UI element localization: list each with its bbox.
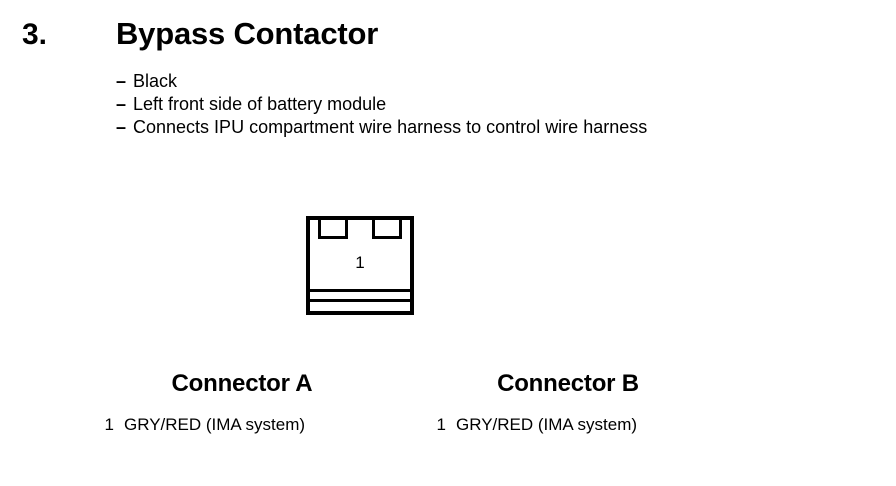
bullet-list: – Black – Left front side of battery mod…	[116, 70, 647, 139]
pin-number: 1	[104, 415, 114, 434]
dash-glyph: –	[116, 71, 127, 91]
connector-tab-left-icon	[318, 220, 348, 239]
table-row: 1 GRY/RED (IMA system)	[424, 414, 718, 436]
connector-tab-right-icon	[372, 220, 402, 239]
connector-symbol-pin-label: 1	[355, 253, 365, 272]
connector-b-heading: Connector B	[497, 370, 639, 397]
pin-number: 1	[436, 415, 446, 434]
connector-a-block: Connector A 1 GRY/RED (IMA system)	[92, 370, 392, 436]
table-row: 1 GRY/RED (IMA system)	[92, 414, 392, 436]
list-item: – Left front side of battery module	[116, 93, 647, 116]
title-row: 3. Bypass Contactor	[22, 16, 378, 52]
item-number: 3.	[22, 18, 48, 51]
list-item-label: Left front side of battery module	[133, 94, 387, 114]
connector-symbol-icon: 1	[306, 216, 414, 315]
page-title: Bypass Contactor	[116, 16, 379, 51]
connector-divider-line-upper	[310, 289, 410, 292]
list-item-label: Connects IPU compartment wire harness to…	[133, 117, 648, 137]
dash-glyph: –	[116, 94, 127, 114]
pin-description: GRY/RED (IMA system)	[456, 415, 638, 434]
connector-a-heading: Connector A	[171, 370, 313, 397]
connector-divider-line-lower	[310, 299, 410, 302]
list-item-label: Black	[133, 71, 178, 91]
list-item: – Black	[116, 70, 647, 93]
connector-b-pin-list: 1 GRY/RED (IMA system)	[424, 414, 718, 436]
dash-glyph: –	[116, 117, 127, 137]
pin-description: GRY/RED (IMA system)	[124, 415, 306, 434]
connector-b-block: Connector B 1 GRY/RED (IMA system)	[418, 370, 718, 436]
connector-a-pin-list: 1 GRY/RED (IMA system)	[92, 414, 392, 436]
list-item: – Connects IPU compartment wire harness …	[116, 116, 647, 139]
